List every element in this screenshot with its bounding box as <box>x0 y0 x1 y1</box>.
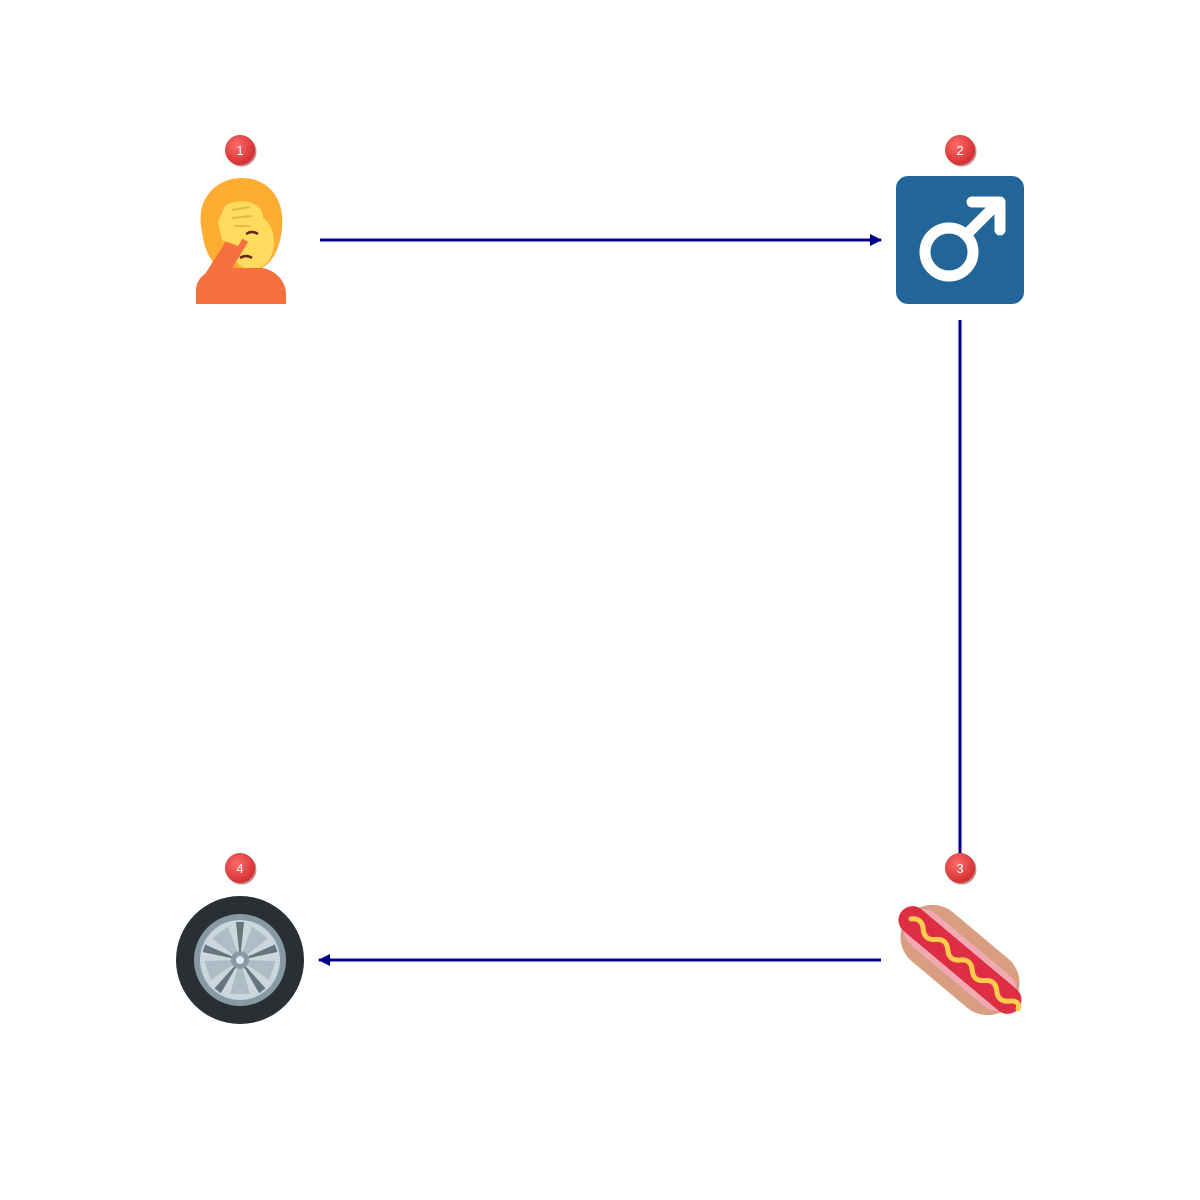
node-3-badge-label: 3 <box>956 861 963 876</box>
node-4-badge-label: 4 <box>236 861 243 876</box>
node-2-badge-label: 2 <box>956 143 963 158</box>
node-2-badge: 2 <box>945 135 977 167</box>
node-1: 1 <box>196 135 286 304</box>
node-1-badge: 1 <box>225 135 257 167</box>
node-3: 3 <box>898 853 1022 1016</box>
hot-dog-icon <box>898 904 1022 1016</box>
node-4: 4 <box>176 853 304 1024</box>
node-1-badge-label: 1 <box>236 143 243 158</box>
male-sign-icon <box>896 176 1024 304</box>
wheel-icon <box>176 896 304 1024</box>
node-3-badge: 3 <box>945 853 977 885</box>
person-facepalming-icon <box>196 178 286 304</box>
node-4-badge: 4 <box>225 853 257 885</box>
node-2: 2 <box>896 135 1024 304</box>
